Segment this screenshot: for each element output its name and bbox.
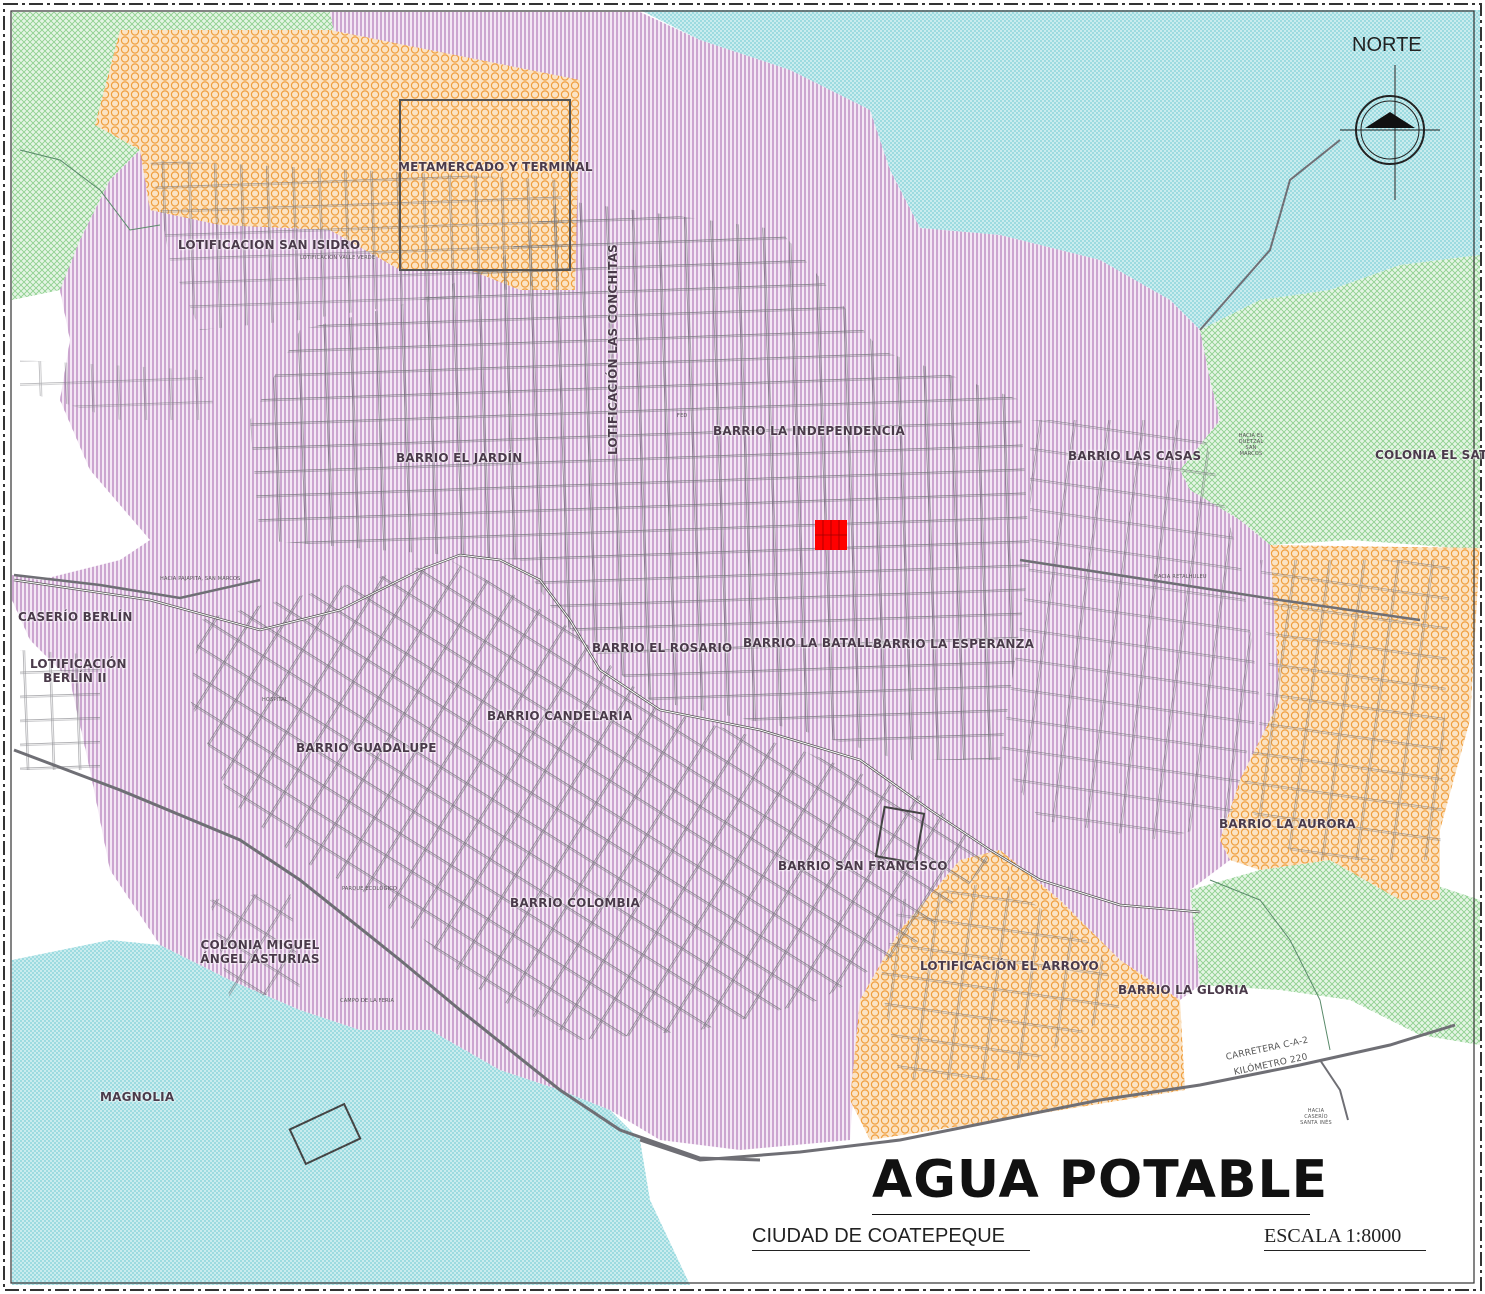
green-zone-southeast [1190,860,1480,1045]
label-caserio-berlin: CASERÍO BERLÍN [18,610,133,624]
label-las-casas: BARRIO LAS CASAS [1068,449,1202,463]
title-block: AGUA POTABLE CIUDAD DE COATEPEQUE ESCALA… [752,1150,1432,1260]
street-grid-berlin [20,650,100,770]
label-el-jardin: BARRIO EL JARDÍN [396,451,523,465]
city-underline [752,1250,1030,1251]
scale-underline [1264,1250,1426,1251]
street-grid-north [150,160,570,330]
label-la-batalla: BARRIO LA BATALLA [743,636,882,650]
street-grid-east-lots [1240,560,1450,860]
label-guadalupe: BARRIO GUADALUPE [296,741,437,755]
water-zone-southwest [12,940,690,1285]
label-la-esperanza: BARRIO LA ESPERANZA [873,637,1035,651]
stream-east [1209,879,1331,1051]
stream-northwest [19,149,161,231]
label-magnolia: MAGNOLIA [100,1090,175,1104]
road-east [1019,558,1421,622]
label-la-aurora: BARRIO LA AURORA [1219,817,1356,831]
north-label: NORTE [1352,34,1422,56]
label-candelaria: BARRIO CANDELARIA [487,709,633,723]
label-san-isidro: LOTIFICACION SAN ISIDRO [178,238,361,252]
sports-field [288,1102,362,1166]
railway-line-inner [13,554,1201,913]
label-colonia-el-sate: COLONIA EL SATÉ [1375,448,1485,462]
central-block-grid [815,520,847,550]
north-arrow [1340,65,1440,200]
label-hospital: HOSPITAL [262,697,288,703]
label-berlin-ii: LOTIFICACIÓN BERLÍN II [30,657,127,685]
map-border [3,3,1482,1291]
street-grid-west-lots [20,360,220,420]
label-campo-feria: CAMPO DE LA FERIA [340,998,395,1004]
label-hacia-ocos: HACIA EL QUETZAL SAN MARCOS [1238,433,1264,457]
label-fed: FED [677,413,688,419]
label-el-arroyo: LOTIFICACIÓN EL ARROYO [920,959,1099,973]
label-metamercado: METAMERCADO Y TERMINAL [398,160,593,174]
label-san-francisco: BARRIO SAN FRANCISCO [778,859,948,873]
label-el-rosario: BARRIO EL ROSARIO [592,641,733,655]
street-grid-east [1000,420,1260,840]
road-santa-ines [1319,1059,1349,1121]
label-valle-verde: LOTIFICACION VALLE VERDE [300,255,376,261]
label-hacia-retalhuleu: HACIA RETALHULEU [1154,574,1207,580]
street-grid-miguel-angel [210,890,300,1000]
market-building [399,99,571,271]
road-west [13,748,761,1162]
road-northeast [1199,139,1341,331]
label-independencia: BARRIO LA INDEPENDENCIA [713,424,905,438]
street-grid-southeast [880,880,1120,1080]
street-grid-center [250,200,1030,760]
label-las-conchitas: LOTIFICACIÓN LAS CONCHITAS [606,243,620,455]
label-colombia: BARRIO COLOMBIA [510,896,641,910]
city-name: CIUDAD DE COATEPEQUE [752,1225,1005,1247]
stadium-field [874,805,926,865]
title-underline [872,1214,1310,1215]
label-parque-ecologico: PARQUE ECOLÓGICO [342,886,398,892]
map-title: AGUA POTABLE [872,1150,1329,1210]
label-la-gloria: BARRIO LA GLORIA [1118,983,1249,997]
street-grid-southwest [190,560,990,1040]
map-border-inner [10,10,1475,1284]
label-miguel-angel: COLONIA MIGUEL ÁNGEL ASTURIAS [200,938,320,966]
label-hacia-santa-ines: HACIA CASERÍO SANTA INÉS [1300,1108,1332,1126]
road-west-pajapita [13,573,261,600]
scale-text: ESCALA 1:8000 [1264,1225,1402,1247]
highway-ca2 [639,1023,1456,1162]
label-hacia-pajapita: HACIA PAJAPITA, SAN MARCOS [160,576,241,582]
green-zone-east [1180,255,1480,550]
